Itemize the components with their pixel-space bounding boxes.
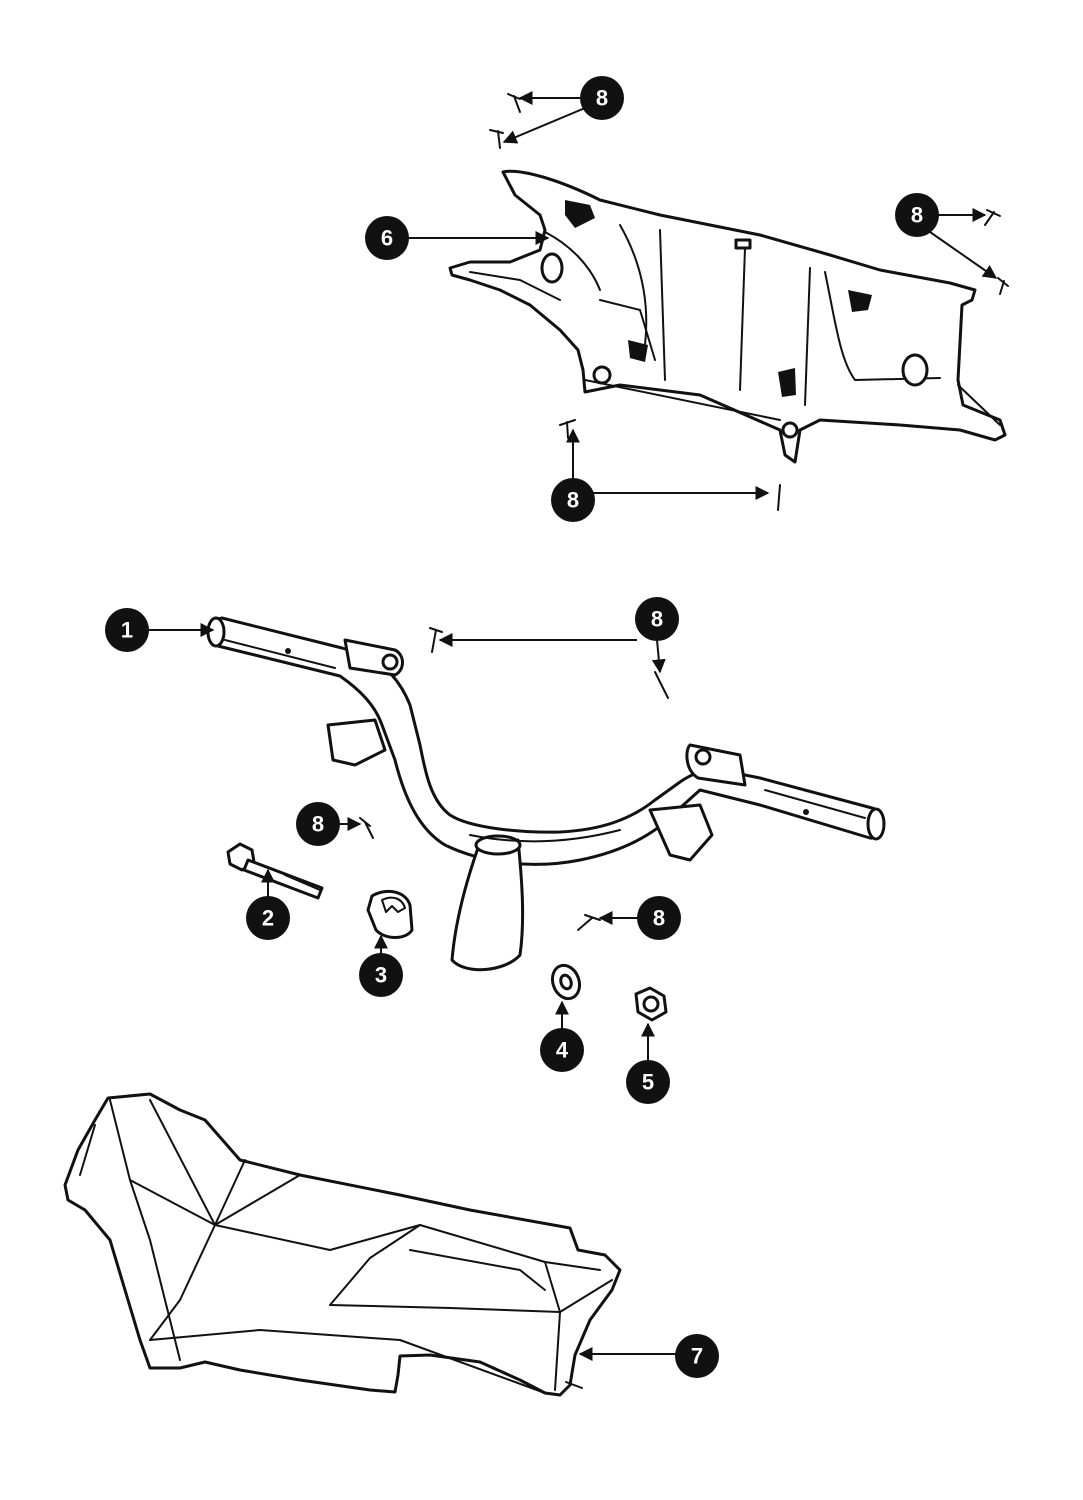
callout-label: 8 (653, 906, 665, 931)
callout-label: 1 (121, 618, 133, 643)
callout-8-left: 8 (296, 802, 340, 846)
callout-2: 2 (246, 896, 290, 940)
callout-1: 1 (105, 608, 149, 652)
callout-label: 8 (911, 203, 923, 228)
callout-6: 6 (365, 216, 409, 260)
callout-3: 3 (359, 953, 403, 997)
callout-8-right: 8 (895, 193, 939, 237)
part-bushing (366, 889, 414, 939)
callout-label: 2 (262, 906, 274, 931)
callout-8-bottom: 8 (551, 478, 595, 522)
part-handlebar-upper-cover (448, 169, 1007, 464)
hardware-screws (359, 93, 1009, 931)
callout-4: 4 (540, 1028, 584, 1072)
callout-label: 6 (381, 226, 393, 251)
callout-label: 8 (596, 86, 608, 111)
callout-label: 8 (312, 812, 324, 837)
callout-label: 8 (651, 607, 663, 632)
part-bolt (226, 842, 324, 900)
callout-8-low: 8 (637, 896, 681, 940)
leader-lines (148, 91, 998, 1361)
part-handlebar-lower-cover (63, 1092, 622, 1397)
callout-7: 7 (675, 1334, 719, 1378)
callout-8-top: 8 (580, 76, 624, 120)
callout-label: 3 (375, 963, 387, 988)
callout-label: 5 (642, 1070, 654, 1095)
callout-label: 7 (691, 1344, 703, 1369)
callout-label: 8 (567, 488, 579, 513)
callout-8-mid: 8 (635, 597, 679, 641)
callout-5: 5 (626, 1060, 670, 1104)
callout-label: 4 (556, 1038, 569, 1063)
part-nut (634, 986, 668, 1022)
part-washer (550, 963, 582, 1001)
part-handlebar (206, 616, 886, 972)
